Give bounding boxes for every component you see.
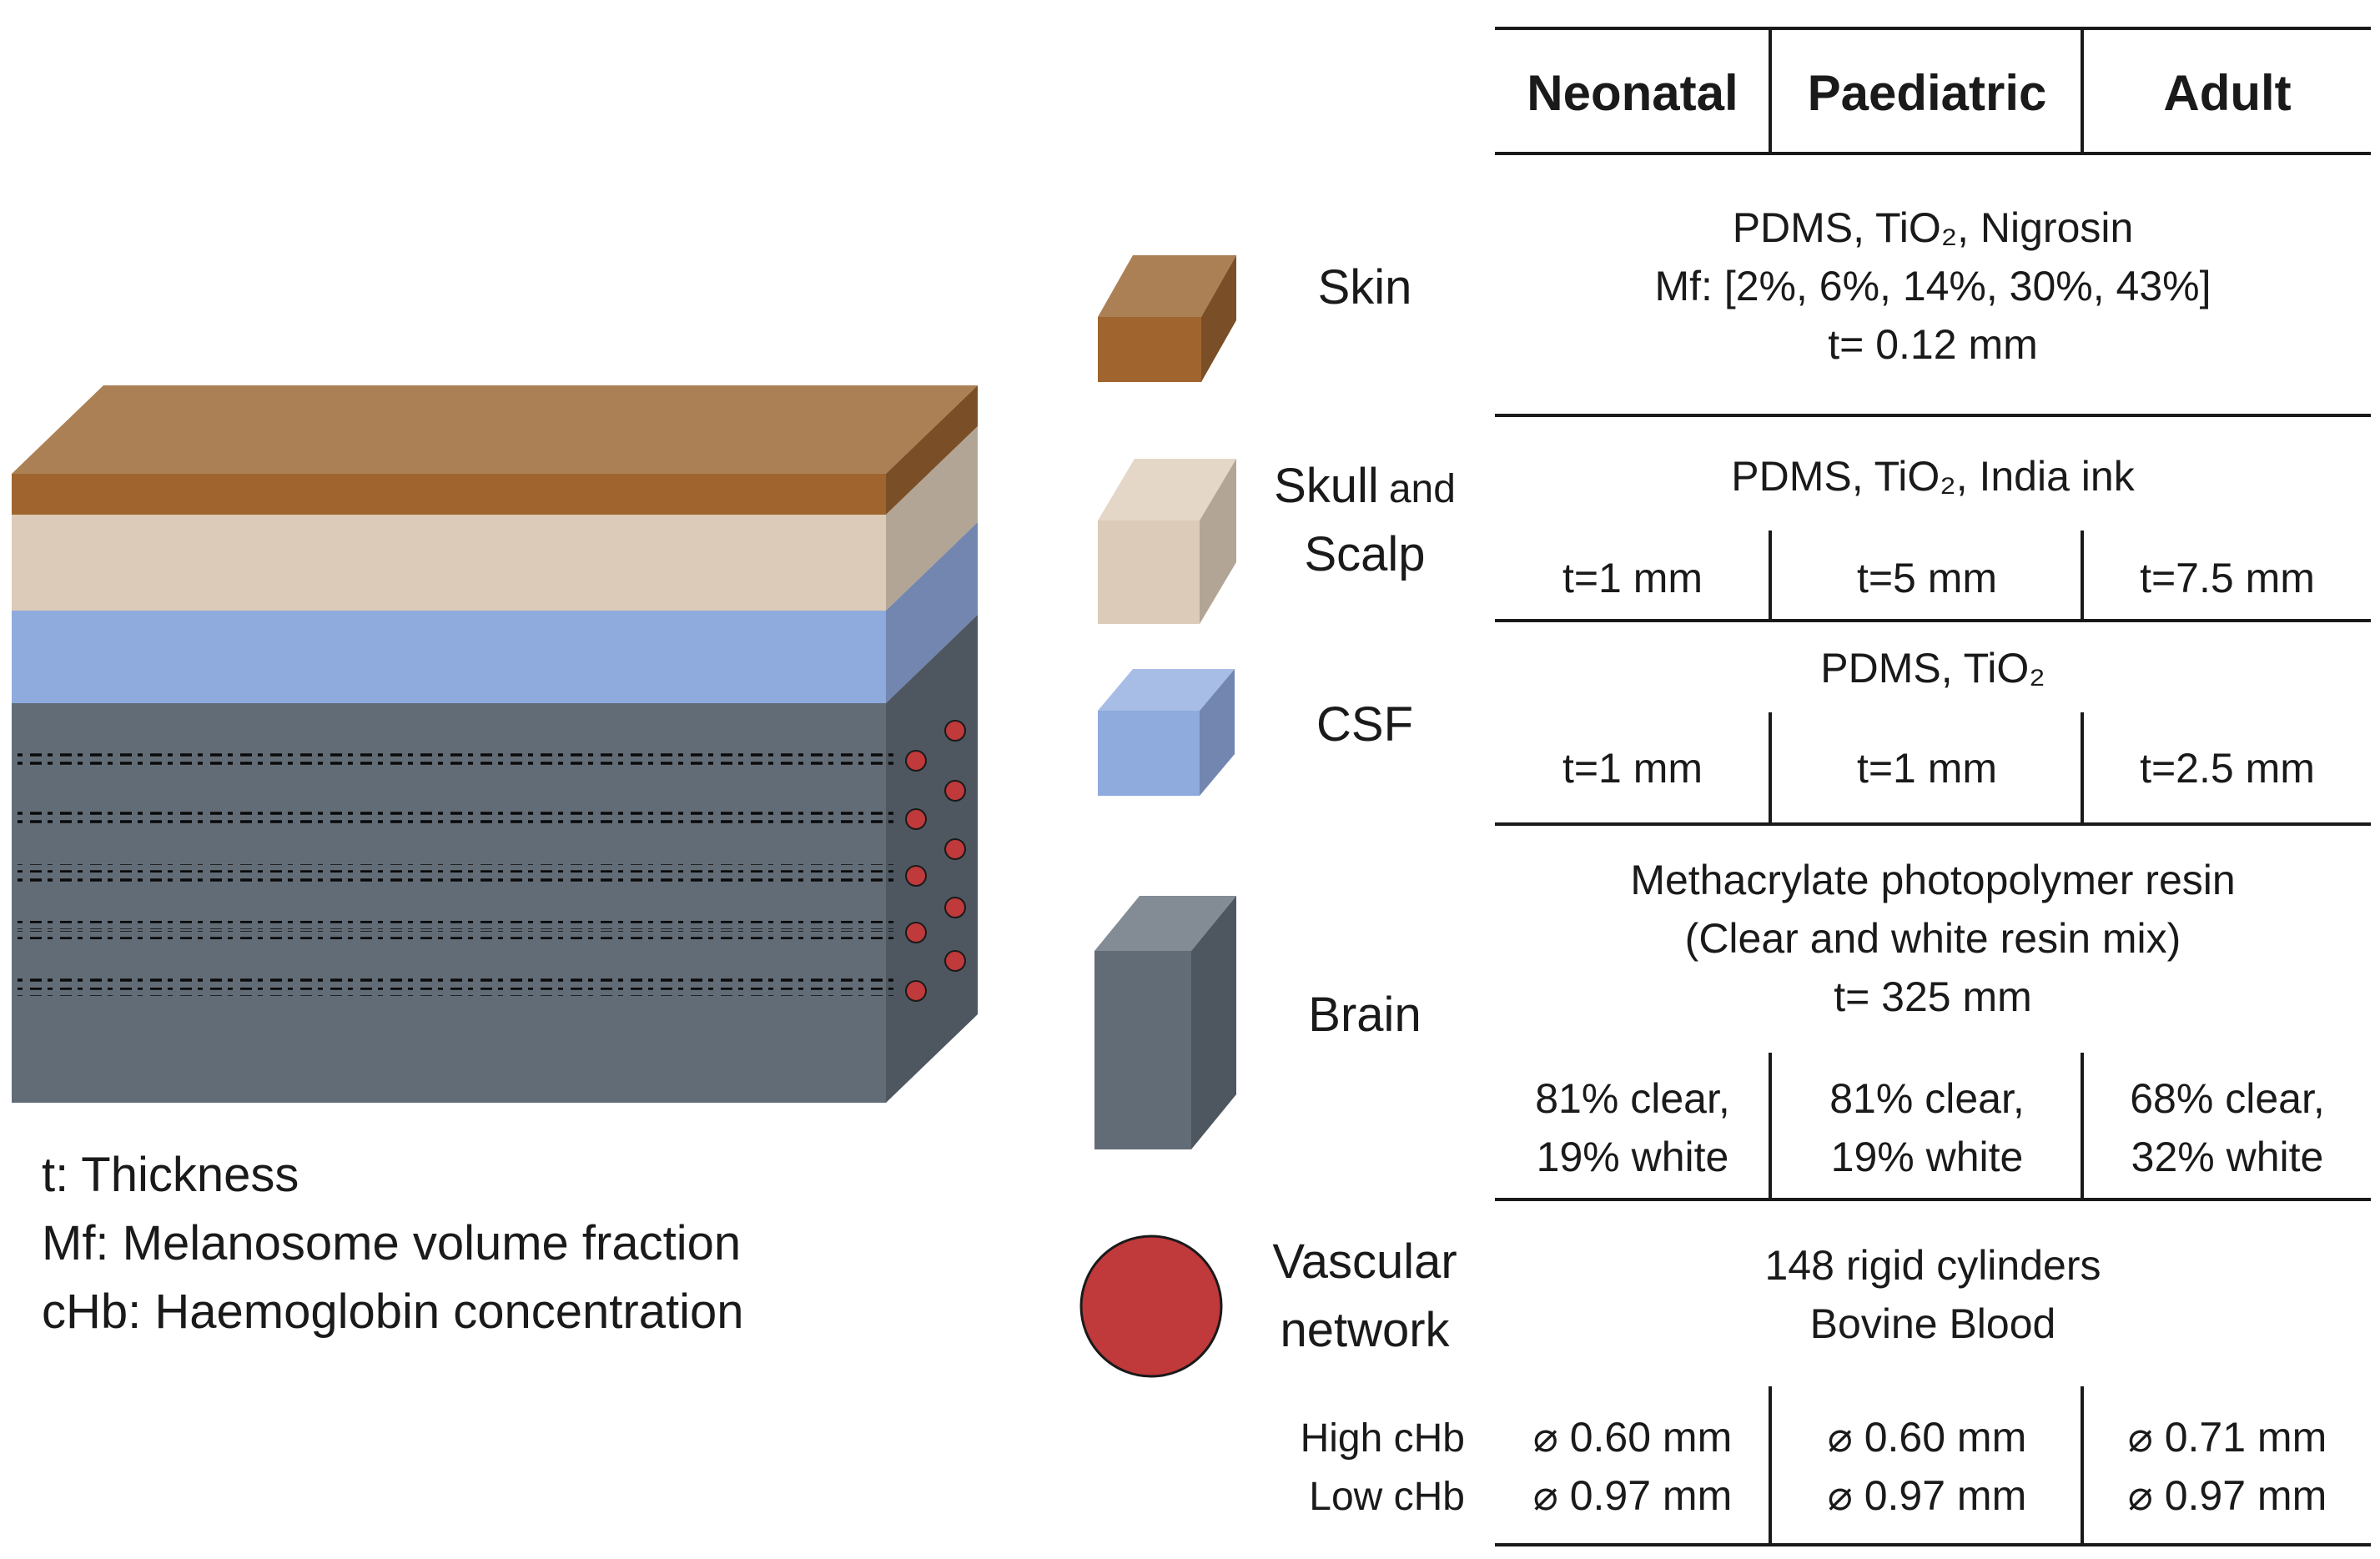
vascular-diameter-neonatal-low: ⌀ 0.97 mm (1533, 1472, 1733, 1519)
vessel-line (12, 759, 896, 767)
vascular-line2: Bovine Blood (1810, 1300, 2056, 1347)
skull-layer-side (886, 426, 978, 611)
vascular-diameter-paediatric-low: ⌀ 0.97 mm (1828, 1472, 2027, 1519)
csf-layer-side (886, 522, 978, 703)
table-grid (1495, 27, 2371, 1546)
skin-mf: Mf: [2%, 6%, 14%, 30%, 43%] (1655, 263, 2211, 309)
skull-layer (12, 426, 978, 611)
legend-mf: Mf: Melanosome volume fraction (42, 1216, 741, 1270)
brain-mix-neonatal-2: 19% white (1537, 1134, 1729, 1180)
vessel-icon (1079, 1235, 1223, 1378)
vessel-dot (905, 808, 927, 830)
brain-thickness: t= 325 mm (1834, 973, 2032, 1020)
vessel-dot (944, 950, 966, 972)
csf-materials: PDMS, TiO₂ (1820, 645, 2045, 691)
brain-mix-adult-1: 68% clear, (2130, 1075, 2324, 1122)
vessel-line (12, 749, 896, 757)
column-header-adult: Adult (2163, 65, 2291, 121)
csf-layer (12, 522, 978, 703)
vascular-line1: 148 rigid cylinders (1765, 1242, 2101, 1289)
vessel-line (12, 978, 896, 986)
brain-mix-paediatric-1: 81% clear, (1829, 1075, 2024, 1122)
vessel-dots (905, 720, 966, 1002)
vessel-line (12, 921, 896, 929)
skull-layer-front (12, 515, 886, 611)
skin-name: Skin (1318, 260, 1412, 314)
skin-layer-front (12, 474, 886, 515)
vessel-dot (905, 750, 927, 772)
phantom-block (12, 385, 978, 1103)
skull-thickness-neonatal: t=1 mm (1562, 555, 1703, 601)
brain-icon (1094, 896, 1236, 1149)
csf-thickness-adult: t=2.5 mm (2140, 745, 2315, 792)
brain-material-note: (Clear and white resin mix) (1685, 915, 2181, 962)
vessel-line (12, 874, 896, 883)
csf-layer-front (12, 611, 886, 703)
vascular-name-line1: Vascular (1272, 1235, 1457, 1289)
chb-row-labels: High cHb Low cHb (1301, 1416, 1465, 1519)
vessel-dot (944, 838, 966, 860)
scalp-name: Scalp (1304, 527, 1425, 581)
vessel-dot (905, 922, 927, 943)
skull-materials: PDMS, TiO₂, India ink (1731, 453, 2135, 500)
skull-name-word: Skull (1274, 459, 1379, 513)
vessel-dot (944, 897, 966, 918)
brain-name: Brain (1308, 988, 1421, 1042)
column-header-neonatal: Neonatal (1527, 65, 1738, 121)
skin-layer-top (12, 385, 978, 474)
csf-thickness-neonatal: t=1 mm (1562, 745, 1703, 792)
abbreviation-legend: t: Thickness Mf: Melanosome volume fract… (42, 1148, 743, 1339)
skin-layer-side (886, 385, 978, 515)
vessel-line (12, 864, 896, 873)
table-body: PDMS, TiO₂, Nigrosin Mf: [2%, 6%, 14%, 3… (1533, 204, 2327, 1519)
vessel-line (12, 807, 896, 815)
legend-thickness: t: Thickness (42, 1148, 299, 1202)
brain-layer-front (12, 703, 886, 1103)
vessel-dot (944, 720, 966, 742)
skin-layer (12, 385, 978, 515)
row-label-high-chb: High cHb (1301, 1416, 1465, 1461)
vessel-dot (944, 780, 966, 802)
csf-name: CSF (1316, 697, 1413, 752)
column-header-paediatric: Paediatric (1808, 65, 2047, 121)
vascular-diameter-neonatal-high: ⌀ 0.60 mm (1533, 1414, 1733, 1461)
csf-thickness-paediatric: t=1 mm (1857, 745, 1997, 792)
vessel-lines (12, 749, 896, 996)
table-header: Neonatal Paediatric Adult (1527, 65, 2291, 121)
row-label-low-chb: Low cHb (1309, 1475, 1465, 1519)
csf-icon (1098, 669, 1235, 796)
brain-mix-neonatal-1: 81% clear, (1535, 1075, 1729, 1122)
vessel-dot (905, 980, 927, 1002)
skull-name-and: and (1389, 467, 1456, 511)
vascular-diameter-adult-low: ⌀ 0.97 mm (2128, 1472, 2327, 1519)
skull-thickness-paediatric: t=5 mm (1857, 555, 1997, 601)
vessel-line (12, 931, 896, 939)
brain-material: Methacrylate photopolymer resin (1630, 857, 2235, 903)
vessel-line (12, 988, 896, 996)
vascular-diameter-paediatric-high: ⌀ 0.60 mm (1828, 1414, 2027, 1461)
skin-thickness: t= 0.12 mm (1828, 321, 2038, 368)
vascular-name-line2: network (1280, 1303, 1450, 1357)
skull-icon (1098, 459, 1236, 624)
skin-materials: PDMS, TiO₂, Nigrosin (1733, 204, 2134, 251)
brain-mix-adult-2: 32% white (2131, 1134, 2324, 1180)
skin-icon (1098, 255, 1236, 382)
legend-chb: cHb: Haemoglobin concentration (42, 1285, 743, 1339)
brain-mix-paediatric-2: 19% white (1831, 1134, 2024, 1180)
skull-thickness-adult: t=7.5 mm (2140, 555, 2315, 601)
vascular-diameter-adult-high: ⌀ 0.71 mm (2128, 1414, 2327, 1461)
vessel-line (12, 817, 896, 825)
vessel-dot (905, 865, 927, 887)
